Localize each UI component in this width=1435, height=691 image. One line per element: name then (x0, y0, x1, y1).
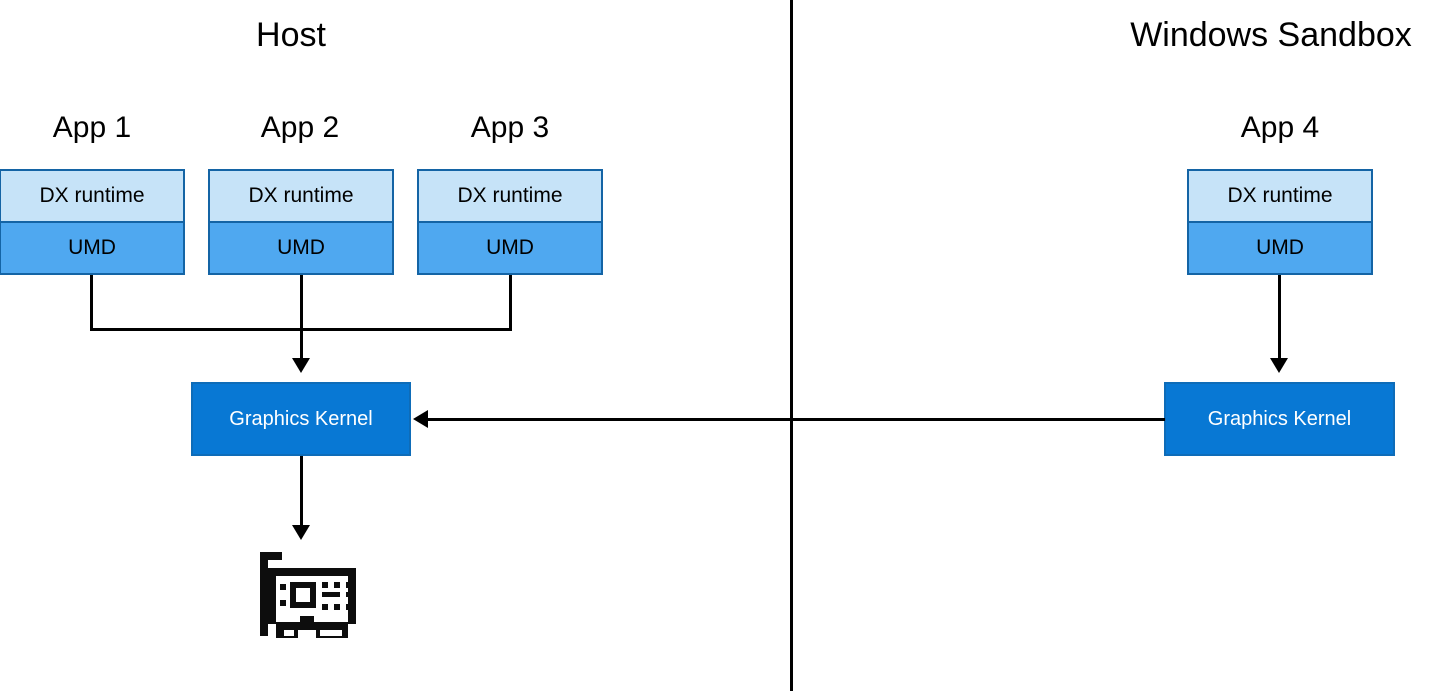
sandbox-zone-title: Windows Sandbox (1130, 16, 1412, 54)
gpu-card-icon (252, 548, 362, 640)
host-graphics-kernel-box: Graphics Kernel (191, 382, 411, 456)
sandbox-to-host-connector-horizontal (428, 418, 1165, 421)
app-3-connector-vertical (509, 275, 512, 331)
host-graphics-kernel-inbound-arrowhead (292, 358, 310, 373)
app-2-umd: UMD (210, 223, 392, 273)
app-2-stack: DX runtime UMD (208, 169, 394, 275)
app-4-title: App 4 (1240, 111, 1320, 144)
host-app-trunk-vertical (300, 328, 303, 362)
host-zone-title: Host (256, 16, 326, 54)
app-2-dx-runtime: DX runtime (210, 171, 392, 223)
app-3-umd: UMD (419, 223, 601, 273)
app-2-connector-vertical (300, 275, 303, 359)
host-gpu-inbound-arrowhead (292, 525, 310, 540)
app-1-connector-vertical (90, 275, 93, 331)
app-3-dx-runtime: DX runtime (419, 171, 601, 223)
app-3-title: App 3 (470, 111, 550, 144)
host-gpu-connector-vertical (300, 456, 303, 529)
sandbox-graphics-kernel-label: Graphics Kernel (1207, 407, 1352, 430)
host-graphics-kernel-label: Graphics Kernel (229, 407, 373, 430)
app-4-dx-runtime: DX runtime (1189, 171, 1371, 223)
app-4-stack: DX runtime UMD (1187, 169, 1373, 275)
app-4-connector-vertical (1278, 275, 1281, 359)
app-1-dx-runtime: DX runtime (1, 171, 183, 223)
app-4-umd: UMD (1189, 223, 1371, 273)
sandbox-graphics-kernel-box: Graphics Kernel (1164, 382, 1395, 456)
app-2-title: App 2 (260, 111, 340, 144)
app-3-stack: DX runtime UMD (417, 169, 603, 275)
app-1-title: App 1 (52, 111, 132, 144)
app-1-stack: DX runtime UMD (0, 169, 185, 275)
app-1-umd: UMD (1, 223, 183, 273)
sandbox-graphics-kernel-inbound-arrowhead (1270, 358, 1288, 373)
host-sandbox-divider (790, 0, 793, 691)
host-graphics-kernel-sideways-arrowhead (413, 410, 428, 428)
